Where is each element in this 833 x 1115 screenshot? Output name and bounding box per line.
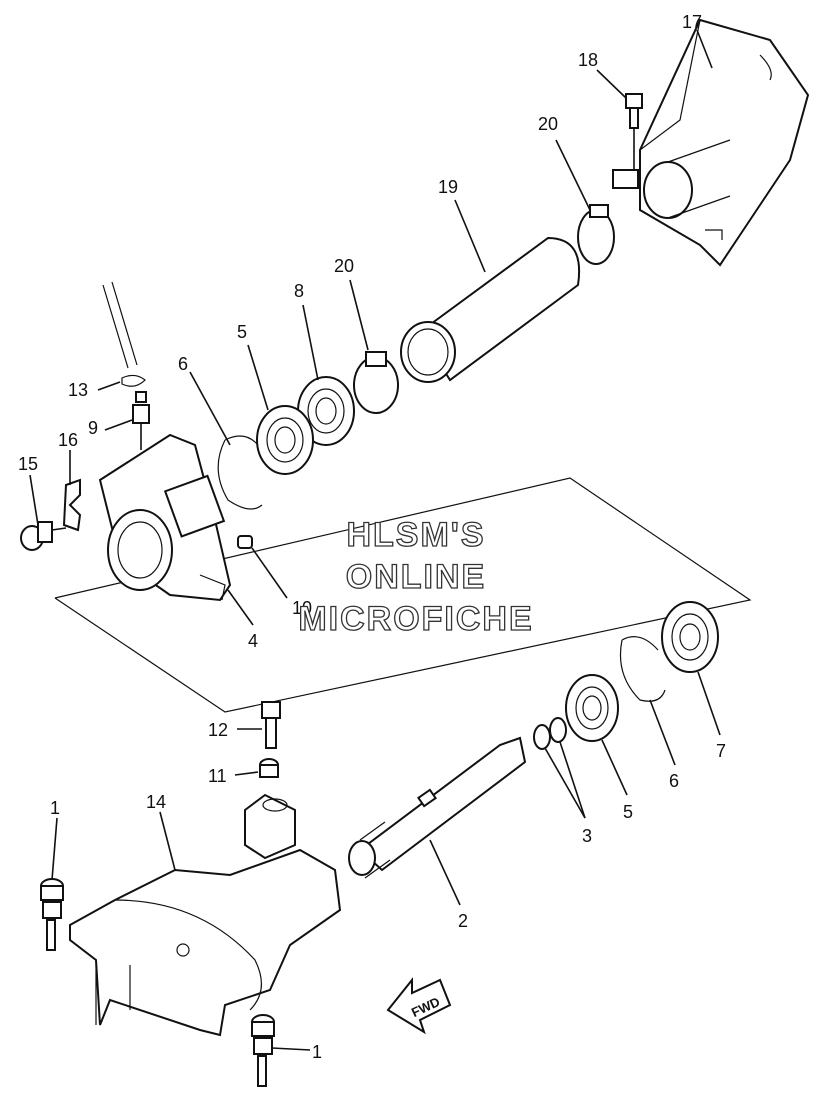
watermark-line-1: HLSM'S (346, 516, 485, 554)
watermark-line-2: ONLINE (346, 558, 486, 596)
callout-1-upper: 1 (50, 798, 60, 818)
part-2-shaft (348, 736, 527, 879)
callout-10: 10 (292, 598, 312, 618)
callout-15: 15 (18, 454, 38, 474)
callout-16: 16 (58, 430, 78, 450)
callout-11: 11 (208, 766, 227, 786)
callout-5-lower: 5 (623, 802, 633, 822)
callout-20-lower: 20 (334, 256, 354, 276)
callout-12: 12 (208, 720, 228, 740)
part-17-nozzle-cover (612, 18, 810, 267)
callout-19: 19 (438, 177, 458, 197)
part-7-bearing (661, 601, 719, 673)
callout-5-upper: 5 (237, 322, 247, 342)
callout-3: 3 (582, 826, 592, 846)
leader-lines (29, 29, 721, 1051)
callout-20-upper: 20 (538, 114, 558, 134)
part-6-circlip-lower (619, 636, 666, 702)
part-11-collar (259, 758, 279, 778)
callout-13: 13 (68, 380, 88, 400)
callouts: 17 18 20 19 20 8 5 6 13 9 16 15 10 4 12 … (18, 12, 726, 1062)
callout-1-lower: 1 (312, 1042, 322, 1062)
callout-9: 9 (88, 418, 98, 438)
fwd-arrow-icon: FWD (386, 977, 452, 1035)
part-3-o-rings (533, 717, 567, 750)
part-4-housing (98, 433, 232, 602)
part-20-clamp-lower (353, 351, 399, 414)
part-15-bolt (20, 521, 67, 551)
part-5-bearing-upper (256, 405, 314, 475)
part-14-duct (69, 793, 342, 1037)
callout-17: 17 (682, 12, 702, 32)
part-1-bolt-upper (40, 878, 64, 951)
callout-6-upper: 6 (178, 354, 188, 374)
watermark-line-3: MICROFICHE (298, 600, 533, 638)
callout-18: 18 (578, 50, 598, 70)
callout-7: 7 (716, 741, 726, 761)
part-19-hose (400, 236, 581, 383)
assembly-outline (54, 477, 752, 713)
part-20-clamp-upper (577, 204, 615, 265)
part-16-plate (62, 478, 82, 532)
part-10-pin (237, 535, 253, 549)
callout-2: 2 (458, 911, 468, 931)
part-13-clip (102, 281, 146, 387)
watermark: HLSM'S ONLINE MICROFICHE (298, 515, 533, 638)
part-9-fitting (132, 391, 150, 450)
part-6-circlip-upper (217, 435, 263, 510)
callout-6-lower: 6 (669, 771, 679, 791)
part-1-bolt-lower (251, 1014, 275, 1087)
callout-8: 8 (294, 281, 304, 301)
part-12-bolt (261, 701, 281, 749)
part-5-bearing-lower (565, 674, 619, 742)
callout-4: 4 (248, 631, 258, 651)
part-18-bolt (625, 93, 643, 170)
callout-14: 14 (146, 792, 166, 812)
